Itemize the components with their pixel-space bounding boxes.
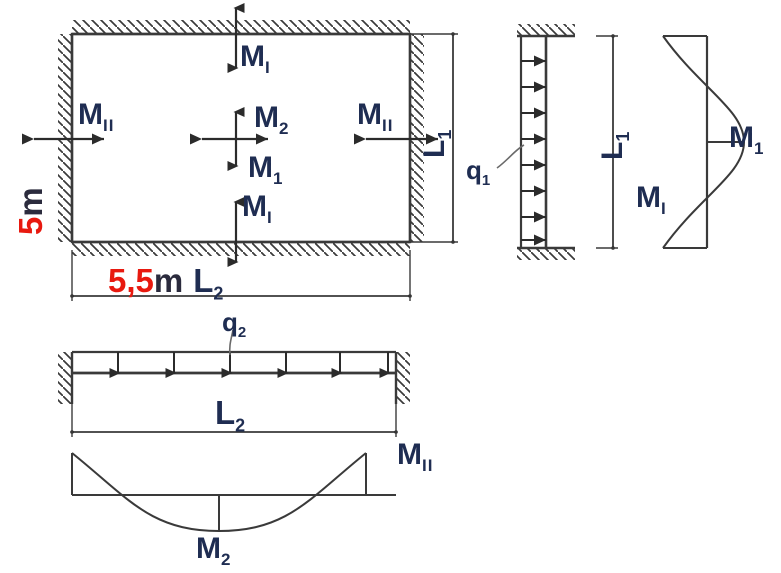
beam-dimension-line — [70, 404, 398, 437]
slab-plan-group — [22, 2, 458, 301]
dimension-line-width — [70, 250, 412, 301]
label-vmd-support: MI — [636, 181, 667, 218]
label-vmd-midspan: M1 — [729, 121, 764, 158]
column-moment-diagram-group — [662, 35, 746, 249]
label-dim-height-5m: 5m — [12, 187, 49, 235]
label-span-L2: L2 — [215, 394, 246, 436]
column-support-top — [517, 24, 575, 38]
beam-moment-diagram-group — [71, 452, 396, 533]
q1-leader-line — [496, 144, 525, 169]
label-span-L1: L1 — [596, 131, 633, 160]
dimension-line-height — [410, 32, 458, 244]
beam-strip-group — [58, 329, 410, 437]
label-moment-center-horizontal: M2 — [254, 101, 289, 138]
fixed-edge-bottom — [72, 240, 410, 256]
label-moment-center-vertical: M1 — [248, 151, 283, 188]
beam-load-arrows — [109, 352, 391, 378]
label-hmd-support: MII — [397, 438, 434, 475]
moment-arrow-center — [190, 107, 268, 171]
label-dim-height-symbol: L1 — [418, 129, 455, 158]
column-strip-group — [496, 24, 618, 260]
label-moment-left-edge: MII — [78, 98, 115, 135]
label-hmd-midspan: M2 — [196, 532, 231, 569]
fixed-edge-top — [72, 20, 410, 36]
column-dimension-line — [596, 34, 618, 250]
label-moment-right-edge: MII — [357, 98, 394, 135]
label-moment-top-edge: MI — [240, 40, 271, 77]
q2-leader-line — [228, 329, 234, 356]
column-load-arrows — [521, 55, 546, 246]
column-support-bottom — [517, 246, 575, 260]
beam-support-left — [58, 352, 74, 404]
label-moment-bottom-edge: MI — [242, 190, 273, 227]
label-load-q2: q2 — [222, 307, 247, 342]
beam-support-right — [394, 352, 410, 404]
label-load-q1: q1 — [466, 155, 491, 190]
